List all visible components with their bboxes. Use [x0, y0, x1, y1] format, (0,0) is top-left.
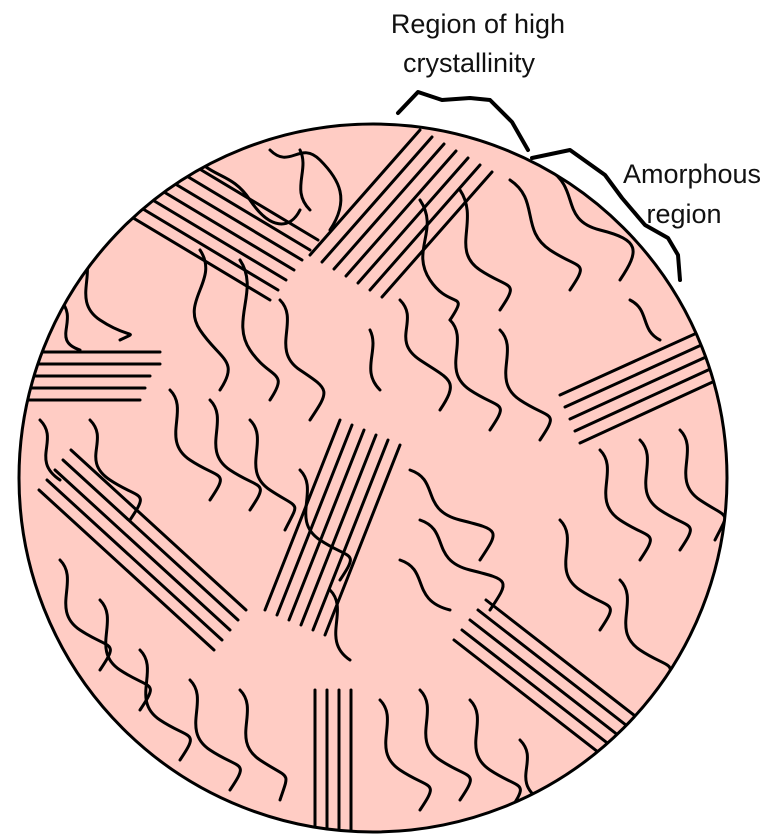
crystalline-label-line2: crystallinity	[403, 48, 536, 78]
amorphous-label-line1: Amorphous	[623, 159, 761, 189]
amorphous-label-line2: region	[646, 199, 721, 229]
crystalline-label-line1: Region of high	[391, 9, 565, 39]
